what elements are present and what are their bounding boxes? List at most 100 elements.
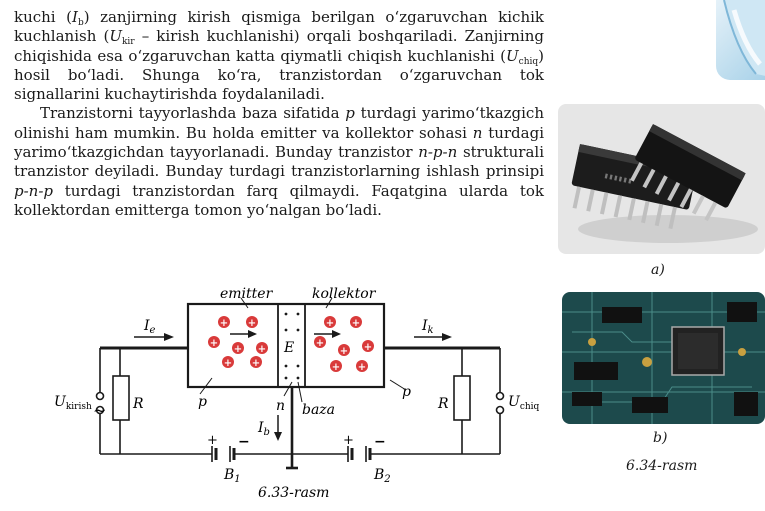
symbol-U: U <box>109 27 122 46</box>
collector-flow-arrow-head <box>332 330 341 338</box>
label-R-right: R <box>437 396 449 412</box>
ic-chips-illustration: ▮▮▮▮▮▮ <box>558 104 765 254</box>
text-span: ) zanjirning kirish qismiga berilgan o‘z… <box>14 8 544 46</box>
hole-charge <box>338 344 350 356</box>
hole-charge <box>362 340 374 352</box>
pointer-emitter <box>240 297 249 309</box>
hole-plus-sign: + <box>364 342 372 353</box>
label-Ik: Ik <box>421 318 434 336</box>
input-terminal-bottom <box>95 405 105 415</box>
hole-charge <box>208 336 220 348</box>
symbol-U: U <box>506 46 519 65</box>
subscript-b: b <box>77 18 84 28</box>
label-b2-minus: − <box>374 434 386 450</box>
pointer-p-left <box>199 377 213 395</box>
hole-charge <box>356 360 368 372</box>
photo-a-label: a) <box>651 262 665 278</box>
text-span: strukturali tranzistor deyiladi. Bunday … <box>14 143 544 181</box>
text-span: turdagi yarimo‘tkazgichdan tayyorlanadi.… <box>14 123 544 162</box>
hole-plus-sign: + <box>340 346 348 357</box>
left-resistor <box>112 375 130 421</box>
label-Ie: Ie <box>143 318 156 336</box>
hole-charge <box>256 342 268 354</box>
hole-plus-sign: + <box>316 338 324 349</box>
label-p-left: p <box>198 394 207 410</box>
italic-p: p <box>345 104 355 123</box>
text-span: turdagi tranzistordan farq qilmaydi. Faq… <box>14 181 544 219</box>
base-electron-dot <box>284 312 288 316</box>
label-B2: B2 <box>373 467 391 485</box>
label-n: n <box>276 398 285 414</box>
hole-charge <box>324 316 336 328</box>
input-terminal-top <box>95 391 105 401</box>
hole-plus-sign: + <box>210 338 218 349</box>
label-b1-minus: − <box>238 434 250 450</box>
transistor-circuit-diagram: ++++++++++++++ emitter kollektor Ie Ik E… <box>54 286 540 501</box>
hole-charge <box>218 316 230 328</box>
base-electron-dot <box>296 328 300 332</box>
output-terminal-top <box>495 391 505 401</box>
figure-6-34-caption: 6.34-rasm <box>626 458 698 474</box>
paragraph-2: Tranzistorni tayyorlashda baza sifatida … <box>14 104 544 220</box>
hole-charge <box>314 336 326 348</box>
symbol-I: I <box>72 8 78 26</box>
label-U-kirish: Ukirish <box>54 394 92 412</box>
subscript-chiq: chiq <box>518 56 539 67</box>
label-E: E <box>283 340 294 356</box>
hole-plus-sign: + <box>332 362 340 373</box>
cropped-photo-graphic <box>723 0 765 76</box>
hole-plus-sign: + <box>352 318 360 329</box>
base-electron-dot <box>284 364 288 368</box>
base-electron-dot <box>296 376 300 380</box>
body-text: kuchi (Ib) zanjirning kirish qismiga ber… <box>14 8 544 220</box>
hole-plus-sign: + <box>358 362 366 373</box>
paragraph-1: kuchi (Ib) zanjirning kirish qismiga ber… <box>14 8 544 104</box>
base-electron-dot <box>296 364 300 368</box>
emitter-current-arrow-head <box>164 333 174 341</box>
photo-b-circuit-board <box>562 292 765 424</box>
hole-plus-sign: + <box>252 358 260 369</box>
holes-group: ++++++++++++++ <box>208 316 374 373</box>
italic-n: n <box>472 123 483 142</box>
text-span: turdagi yarimo‘tkazgich olinishi ham mum… <box>14 104 544 142</box>
label-U-chiq: Uchiq <box>508 394 540 412</box>
hole-charge <box>330 360 342 372</box>
hole-charge <box>222 356 234 368</box>
hole-charge <box>232 342 244 354</box>
right-resistor <box>453 375 471 421</box>
pointer-p-right <box>389 379 407 391</box>
hole-plus-sign: + <box>326 318 334 329</box>
base-electron-dot <box>296 312 300 316</box>
subscript-kir: kir <box>121 37 135 48</box>
italic-npn: n-p-n <box>418 143 458 162</box>
hole-charge <box>350 316 362 328</box>
photo-a-ic-chips: ▮▮▮▮▮▮ <box>558 104 765 254</box>
circuit-board-illustration <box>562 292 765 424</box>
label-B1: B1 <box>223 467 241 485</box>
output-terminal-bottom <box>495 405 505 415</box>
hole-charge <box>250 356 262 368</box>
label-emitter: emitter <box>220 286 274 302</box>
hole-plus-sign: + <box>258 344 266 355</box>
text-span: ) hosil bo‘ladi. Shunga ko‘ra, tranzisto… <box>14 46 544 104</box>
hole-plus-sign: + <box>234 344 242 355</box>
pointer-n <box>283 381 293 397</box>
label-baza: baza <box>302 402 335 418</box>
label-kollektor: kollektor <box>312 286 377 302</box>
cropped-photo-top <box>716 0 765 80</box>
transistor-body <box>186 302 386 389</box>
base-electrons <box>284 312 300 380</box>
hole-plus-sign: + <box>248 318 256 329</box>
hole-plus-sign: + <box>220 318 228 329</box>
figure-6-33-caption: 6.33-rasm <box>258 485 329 501</box>
label-b1-plus: + <box>207 433 218 448</box>
pointer-kollektor <box>325 297 333 309</box>
pointer-baza <box>297 381 303 403</box>
hole-plus-sign: + <box>224 358 232 369</box>
text-span: kuchi ( <box>14 8 72 26</box>
photo-b-label: b) <box>653 430 668 446</box>
base-electron-dot <box>284 376 288 380</box>
emitter-flow-arrow-head <box>248 330 257 338</box>
label-tilde: ~ <box>93 401 106 420</box>
italic-pnp: p-n-p <box>14 181 54 200</box>
